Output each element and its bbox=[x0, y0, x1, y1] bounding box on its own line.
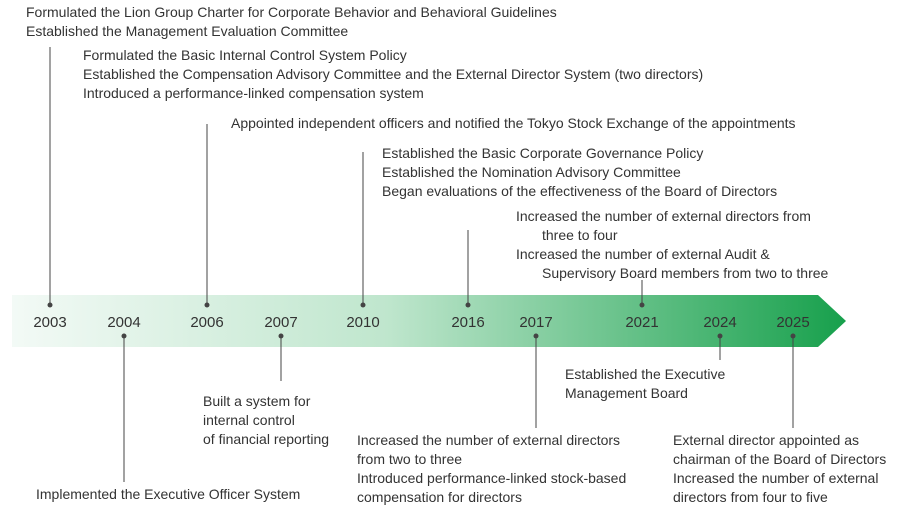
event-line: Established the Compensation Advisory Co… bbox=[83, 66, 704, 82]
event-line: Established the Executive bbox=[565, 366, 726, 382]
event-2016: Established the Basic Corporate Governan… bbox=[382, 144, 777, 201]
event-line: Established the Nomination Advisory Comm… bbox=[382, 164, 681, 180]
event-line: chairman of the Board of Directors bbox=[673, 451, 887, 467]
year-label: 2010 bbox=[346, 314, 379, 331]
event-2007: Built a system for internal control of f… bbox=[203, 392, 329, 449]
event-line: Began evaluations of the effectiveness o… bbox=[382, 183, 778, 199]
event-line: internal control bbox=[203, 412, 295, 428]
year-label: 2017 bbox=[519, 314, 552, 331]
dot-2007 bbox=[278, 333, 284, 339]
dot-2025 bbox=[790, 333, 796, 339]
event-line: Built a system for bbox=[203, 393, 311, 409]
event-line: Established the Management Evaluation Co… bbox=[26, 23, 349, 39]
event-line: Formulated the Basic Internal Control Sy… bbox=[83, 47, 407, 63]
year-label: 2004 bbox=[107, 314, 140, 331]
event-2017: Increased the number of external directo… bbox=[357, 431, 626, 507]
dot-2024 bbox=[717, 333, 723, 339]
event-2006: Formulated the Basic Internal Control Sy… bbox=[83, 46, 703, 103]
event-line: Increased the number of external bbox=[673, 470, 879, 486]
event-line: Appointed independent officers and notif… bbox=[231, 115, 796, 131]
dot-2010 bbox=[360, 302, 366, 308]
event-line: External director appointed as bbox=[673, 432, 859, 448]
dot-2021 bbox=[639, 302, 645, 308]
event-line: of financial reporting bbox=[203, 431, 330, 447]
dot-2003 bbox=[47, 302, 53, 308]
event-line: from two to three bbox=[357, 451, 463, 467]
dot-2004 bbox=[121, 333, 127, 339]
timeline-arrow bbox=[12, 295, 846, 347]
event-2025: External director appointed as chairman … bbox=[673, 431, 886, 507]
year-label: 2003 bbox=[33, 314, 66, 331]
event-2021: Increased the number of external directo… bbox=[516, 207, 828, 283]
event-line: Established the Basic Corporate Governan… bbox=[382, 145, 704, 161]
event-line: Increased the number of external directo… bbox=[516, 208, 811, 224]
event-line: three to four bbox=[542, 227, 618, 243]
event-line: Management Board bbox=[565, 385, 688, 401]
event-line: Implemented the Executive Officer System bbox=[36, 486, 301, 502]
year-label: 2007 bbox=[264, 314, 297, 331]
event-line: Increased the number of external directo… bbox=[357, 432, 621, 448]
event-2010: Appointed independent officers and notif… bbox=[231, 114, 796, 133]
year-label: 2024 bbox=[703, 314, 736, 331]
event-line: Introduced performance-linked stock-base… bbox=[357, 470, 627, 486]
year-label: 2025 bbox=[776, 314, 809, 331]
event-2003: Formulated the Lion Group Charter for Co… bbox=[26, 3, 557, 41]
dot-2006 bbox=[204, 302, 210, 308]
dot-2016 bbox=[465, 302, 471, 308]
event-line: Formulated the Lion Group Charter for Co… bbox=[26, 4, 557, 20]
event-2004: Implemented the Executive Officer System bbox=[36, 485, 300, 504]
event-2024: Established the Executive Management Boa… bbox=[565, 365, 725, 403]
year-label: 2021 bbox=[625, 314, 658, 331]
event-line: directors from four to five bbox=[673, 489, 828, 505]
year-label: 2016 bbox=[451, 314, 484, 331]
event-line: Supervisory Board members from two to th… bbox=[542, 265, 829, 281]
event-line: Increased the number of external Audit & bbox=[516, 246, 770, 262]
event-line: compensation for directors bbox=[357, 489, 522, 505]
dot-2017 bbox=[533, 333, 539, 339]
event-line: Introduced a performance-linked compensa… bbox=[83, 85, 424, 101]
year-label: 2006 bbox=[190, 314, 223, 331]
